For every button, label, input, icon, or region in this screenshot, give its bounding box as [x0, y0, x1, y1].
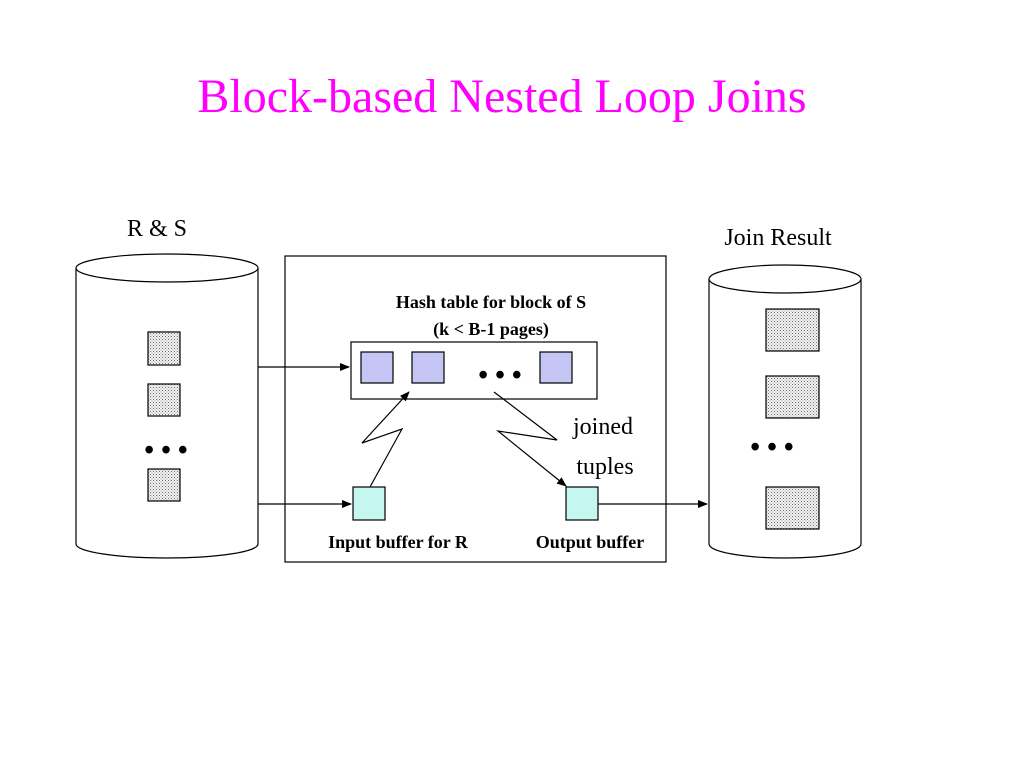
hash-page: [411, 351, 445, 384]
result-page: [765, 308, 820, 352]
result-page: [765, 375, 820, 419]
result-page: [765, 486, 820, 530]
output-buffer-label: Output buffer: [536, 532, 645, 552]
hash-page: [360, 351, 394, 384]
main-memory-box: [284, 255, 667, 563]
input-buffer-label: Input buffer for R: [328, 532, 469, 552]
hash-table: • • •: [350, 341, 598, 400]
hash-table-label-line1: Hash table for block of S: [396, 292, 586, 312]
slide-title: Block-based Nested Loop Joins: [197, 70, 806, 123]
joined-label-line1: joined: [572, 414, 633, 440]
joined-label-line2: tuples: [576, 454, 633, 480]
disk-ellipsis: • • •: [144, 435, 187, 466]
input-buffer: [352, 486, 386, 521]
result-disk: • • •: [708, 264, 862, 559]
source-disk-label: R & S: [127, 216, 187, 242]
hash-ellipsis: • • •: [478, 360, 521, 391]
arrow-hash-table-to-output-buffer: [493, 391, 567, 487]
result-disk-label: Join Result: [724, 225, 832, 251]
output-buffer: [565, 486, 599, 521]
result-ellipsis: • • •: [750, 432, 793, 463]
disk-page: [147, 331, 181, 366]
hash-page: [539, 351, 573, 384]
arrow-input-buffer-to-hash-table: [361, 391, 410, 488]
disk-page: [147, 383, 181, 417]
disk-page: [147, 468, 181, 502]
source-disk: • • •: [75, 253, 259, 559]
hash-table-label-line2: (k < B-1 pages): [433, 319, 549, 340]
